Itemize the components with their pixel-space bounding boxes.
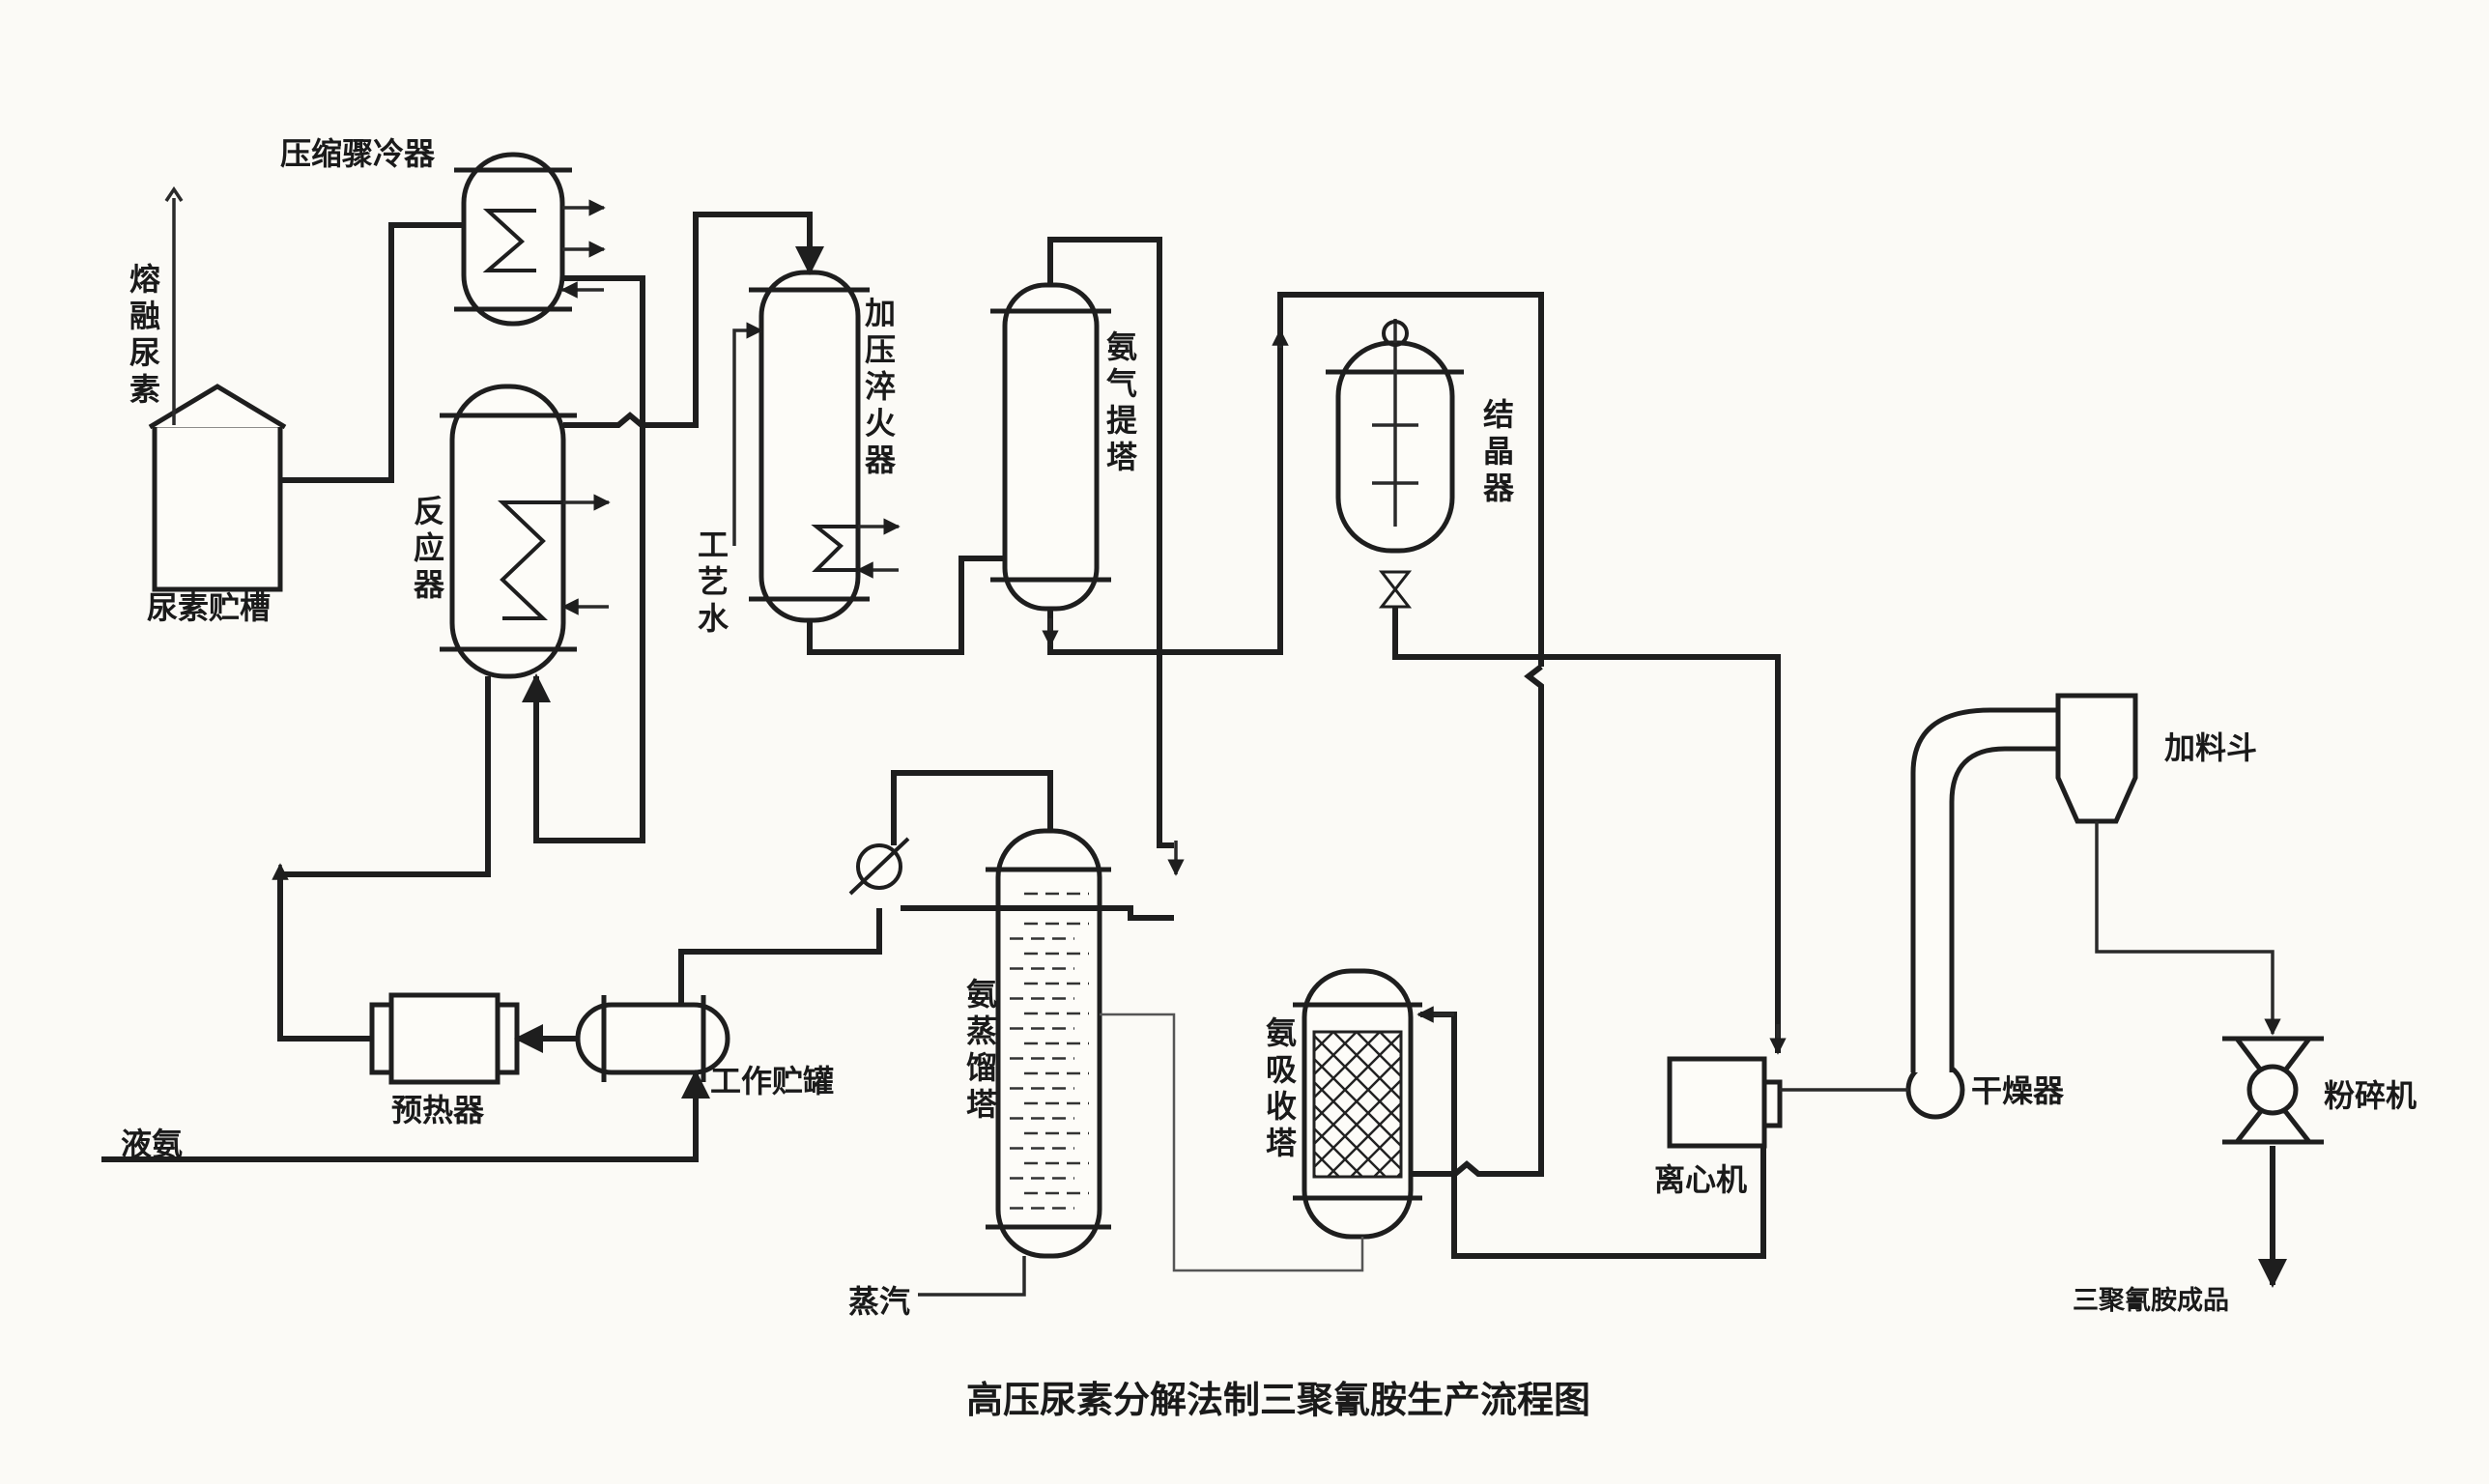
crusher [2222, 1036, 2324, 1145]
preheater [369, 992, 520, 1085]
ammonia-distillation-tower [986, 828, 1111, 1259]
ammonia-stripper [990, 282, 1111, 612]
label-centrifuge: 离心机 [1654, 1161, 1747, 1198]
label-product: 三聚氰胺成品 [2073, 1285, 2229, 1316]
pressurized-quench [749, 270, 870, 623]
label-steam: 蒸汽 [848, 1283, 910, 1320]
ammonia-absorber [1293, 968, 1422, 1240]
work-tank [575, 995, 730, 1082]
label-molten-urea: 熔融尿素 [129, 261, 160, 408]
centrifuge [1667, 1056, 1783, 1149]
piping [101, 186, 2287, 1297]
svg-text:工艺水: 工艺水 [698, 527, 730, 637]
diagram-caption: 高压尿素分解法制三聚氰胺生产流程图 [966, 1379, 1590, 1421]
svg-text:结晶器: 结晶器 [1482, 396, 1515, 506]
reactor [440, 384, 577, 679]
hopper [2055, 693, 2138, 824]
label-liquid-ammonia: 液氨 [121, 1126, 183, 1162]
label-quench: 加压淬火器 [864, 295, 897, 478]
svg-text:氨吸收塔: 氨吸收塔 [1266, 1014, 1298, 1161]
label-preheater: 预热器 [391, 1092, 485, 1128]
label-urea-tank: 尿素贮槽 [147, 589, 271, 626]
compressor-cooler [454, 152, 572, 327]
label-distill-tower: 氨蒸馏塔 [966, 976, 998, 1123]
label-work-tank: 工作贮罐 [710, 1063, 834, 1099]
label-hopper: 加料斗 [2164, 729, 2257, 766]
heat-exchanger-symbol [848, 837, 910, 896]
label-reactor: 反应器 [413, 493, 445, 603]
dryer [1905, 707, 2061, 1120]
svg-text:加压淬火器: 加压淬火器 [864, 295, 897, 478]
svg-text:氨气提塔: 氨气提塔 [1106, 328, 1138, 475]
svg-text:氨蒸馏塔: 氨蒸馏塔 [966, 976, 998, 1123]
label-process-water: 工艺水 [698, 527, 730, 637]
label-ammonia-stripper: 氨气提塔 [1106, 328, 1138, 475]
crystallizer [1326, 319, 1464, 609]
urea-tank [148, 384, 287, 592]
label-crusher: 粉碎机 [2324, 1077, 2417, 1114]
label-absorber: 氨吸收塔 [1266, 1014, 1298, 1161]
label-compressor-cooler: 压缩骤冷器 [280, 135, 436, 172]
svg-text:熔融尿素: 熔融尿素 [129, 261, 160, 408]
label-crystallizer: 结晶器 [1482, 396, 1515, 506]
label-dryer: 干燥器 [1971, 1072, 2065, 1109]
svg-text:反应器: 反应器 [413, 493, 445, 603]
